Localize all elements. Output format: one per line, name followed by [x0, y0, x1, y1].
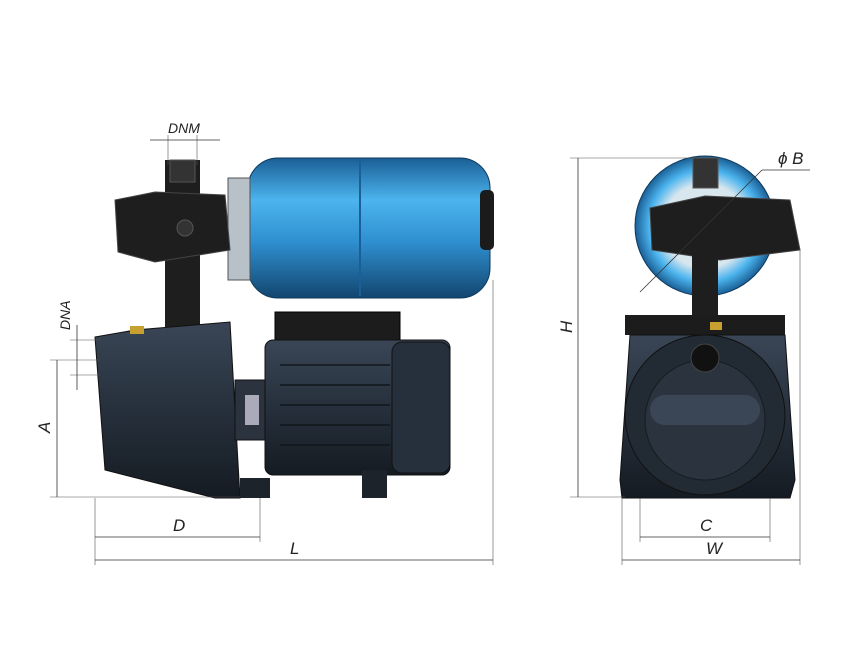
- a-label: A: [35, 422, 54, 434]
- tank-flange: [227, 177, 251, 281]
- c-label: C: [700, 516, 713, 535]
- dnm-label: DNM: [168, 120, 200, 136]
- front-view: [619, 155, 801, 499]
- d-label: D: [173, 516, 185, 535]
- tank: [247, 157, 491, 299]
- motor-fan-cover: [391, 341, 451, 474]
- b-label: ϕ B: [778, 149, 804, 168]
- w-label: W: [706, 539, 724, 558]
- tank-end-cap: [480, 190, 494, 250]
- pump-foot: [240, 478, 270, 498]
- dna-label: DNA: [57, 300, 73, 330]
- dimension-lines-front: [570, 157, 810, 565]
- l-label: L: [290, 539, 299, 558]
- pressure-switch: [114, 191, 231, 263]
- priming-plug: [130, 326, 144, 334]
- dimension-lines-side: [50, 135, 494, 565]
- motor-foot: [362, 470, 387, 498]
- threaded-outlet: [169, 159, 196, 183]
- side-view: [94, 157, 494, 499]
- terminal-box: [274, 311, 401, 343]
- h-label: H: [557, 320, 576, 333]
- pressure-switch-front: [649, 195, 801, 261]
- pump-head: [94, 321, 241, 499]
